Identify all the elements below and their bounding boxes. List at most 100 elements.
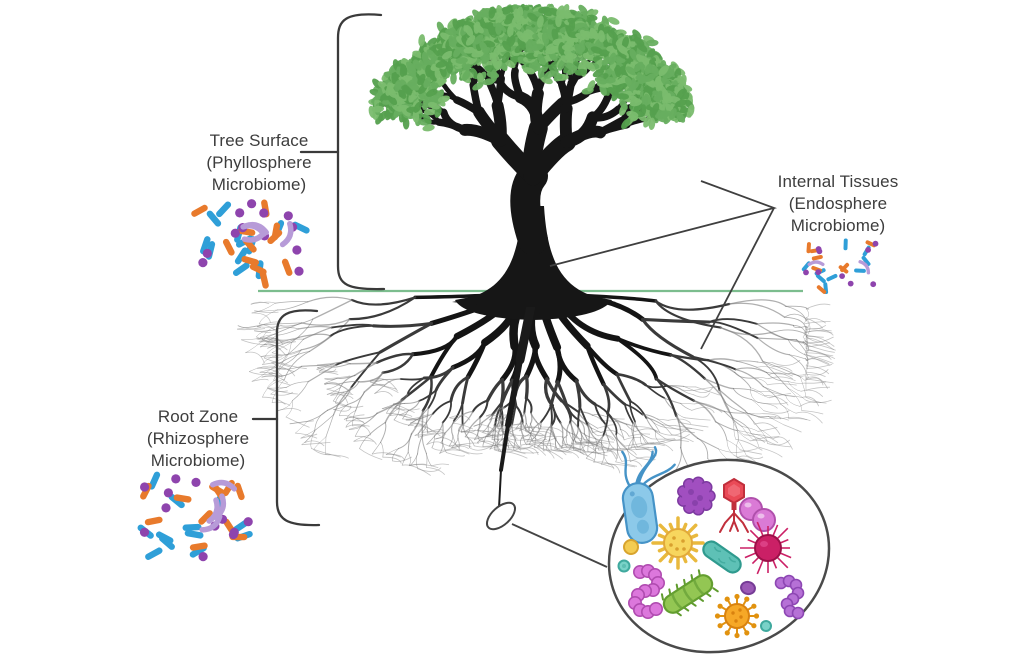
leaf	[555, 14, 562, 28]
root-hair	[804, 377, 824, 386]
root	[489, 439, 495, 450]
root-hair	[805, 371, 826, 377]
root-hair	[664, 426, 693, 430]
root	[804, 357, 807, 360]
root	[285, 400, 293, 418]
root	[421, 422, 427, 433]
root	[697, 437, 719, 450]
root	[417, 426, 424, 438]
leaf	[658, 65, 669, 77]
endosphere-label-line3: Microbiome)	[790, 216, 886, 235]
root	[561, 435, 568, 444]
root-hair	[528, 444, 547, 456]
root	[662, 424, 676, 426]
root-hair	[268, 373, 286, 377]
leaf	[446, 61, 453, 74]
root	[295, 421, 308, 434]
root-hair	[567, 444, 585, 455]
root	[449, 416, 461, 419]
root	[645, 417, 664, 426]
leaf	[408, 82, 420, 91]
root-hair	[495, 448, 513, 451]
root-hair	[344, 414, 365, 420]
root-hair	[528, 430, 546, 438]
coccus-purple	[230, 228, 240, 238]
root	[444, 420, 455, 434]
root	[769, 329, 807, 335]
leaf	[507, 24, 514, 38]
root-hair	[601, 420, 631, 426]
leaf	[633, 61, 644, 73]
root	[734, 368, 764, 388]
rod-orange	[144, 516, 163, 526]
spike-knob	[734, 593, 740, 600]
root-hair	[589, 436, 615, 443]
root-hair	[668, 418, 692, 424]
root-hair	[268, 387, 298, 395]
root	[632, 422, 643, 435]
root	[591, 427, 602, 433]
root	[615, 372, 632, 403]
root	[511, 404, 517, 426]
root	[477, 422, 483, 431]
root	[734, 367, 767, 373]
root	[524, 374, 529, 400]
root	[726, 439, 734, 456]
root	[307, 296, 353, 303]
coccus-purple	[292, 245, 302, 255]
root-hair	[339, 415, 366, 424]
root	[789, 373, 807, 376]
root	[787, 381, 805, 384]
leaf	[412, 110, 420, 123]
root	[280, 318, 314, 327]
root-hair	[786, 416, 808, 421]
root	[528, 435, 536, 445]
spike-knob	[744, 630, 750, 636]
root-hair	[526, 440, 551, 453]
root	[313, 436, 327, 450]
coccus-purple	[198, 552, 208, 562]
root-hair	[464, 433, 496, 439]
root-hair	[805, 336, 835, 347]
root	[523, 343, 539, 379]
root	[704, 377, 734, 390]
leaf	[616, 93, 629, 100]
leaf	[387, 94, 398, 106]
root-hair	[637, 443, 665, 448]
root-hair	[409, 463, 427, 466]
curved-rod-lavender	[807, 260, 825, 267]
root-hair	[479, 440, 496, 447]
root	[482, 435, 487, 447]
root	[793, 325, 807, 335]
root	[292, 381, 309, 401]
leaf	[488, 6, 496, 19]
leaf	[587, 80, 596, 92]
root	[530, 433, 534, 443]
root	[800, 375, 807, 379]
root	[631, 436, 635, 448]
root-hair	[254, 310, 279, 313]
root	[457, 423, 464, 440]
root-hair	[651, 438, 676, 440]
leaf	[531, 43, 544, 51]
root	[805, 318, 810, 331]
root-hair	[659, 427, 689, 436]
root	[723, 410, 748, 414]
root	[803, 343, 807, 346]
root	[276, 328, 300, 336]
root	[264, 322, 303, 325]
root	[250, 301, 276, 305]
root	[733, 422, 745, 436]
root	[357, 412, 378, 419]
leaf	[625, 66, 637, 76]
root	[339, 381, 360, 385]
taproot	[499, 423, 510, 472]
root	[301, 430, 315, 445]
leaf	[675, 99, 688, 107]
root	[657, 418, 669, 421]
root	[350, 296, 417, 306]
leaf	[490, 69, 498, 82]
coccus-purple	[140, 482, 150, 492]
root	[768, 416, 784, 425]
